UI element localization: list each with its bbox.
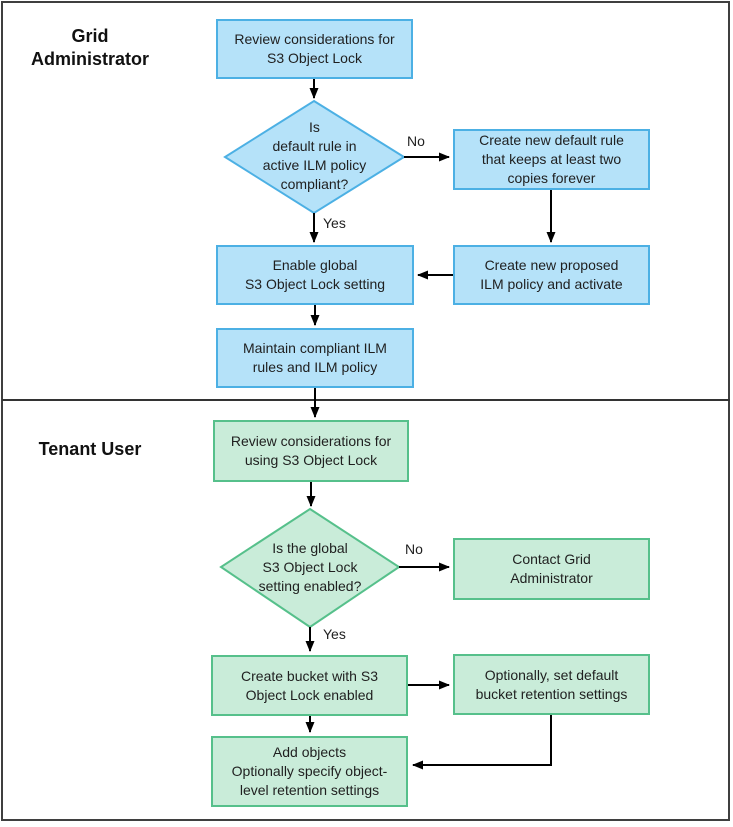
node-create-default-rule: Create new default rule that keeps at le… xyxy=(453,129,650,190)
node-maintain-compliant-ilm: Maintain compliant ILM rules and ILM pol… xyxy=(216,328,414,388)
edge-label-compliant-yes: Yes xyxy=(323,215,346,231)
edge-label-enabled-no: No xyxy=(405,541,423,557)
node-create-bucket: Create bucket with S3 Object Lock enable… xyxy=(211,655,408,716)
edge-label-enabled-yes: Yes xyxy=(323,626,346,642)
node-set-bucket-retention: Optionally, set default bucket retention… xyxy=(453,654,650,715)
node-review-considerations-tenant: Review considerations for using S3 Objec… xyxy=(213,420,409,482)
node-contact-grid-admin: Contact Grid Administrator xyxy=(453,538,650,600)
node-add-objects: Add objects Optionally specify object- l… xyxy=(211,736,408,807)
edge-label-compliant-no: No xyxy=(407,133,425,149)
decision-global-setting-enabled-label: Is the global S3 Object Lock setting ena… xyxy=(258,540,362,594)
decision-default-rule-compliant-label: Is default rule in active ILM policy com… xyxy=(262,119,367,192)
node-create-proposed-policy: Create new proposed ILM policy and activ… xyxy=(453,245,650,305)
lane-divider xyxy=(2,399,730,401)
lane-label-tenant-user: Tenant User xyxy=(38,439,142,459)
lane-label-grid-administrator: Grid Administrator xyxy=(30,26,149,69)
node-review-considerations-grid: Review considerations for S3 Object Lock xyxy=(216,19,413,79)
node-enable-global-setting: Enable global S3 Object Lock setting xyxy=(216,245,414,305)
